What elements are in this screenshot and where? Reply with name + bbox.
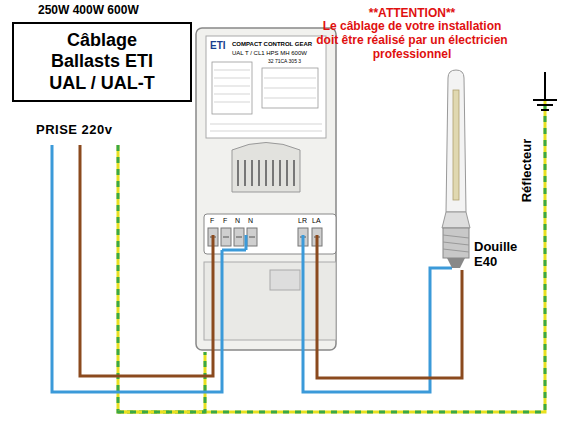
terminal-pin: LA: [312, 217, 321, 224]
outlet-label: PRISE 220v: [36, 122, 113, 137]
socket-label: Douille E40: [474, 240, 524, 270]
ground-symbol: [533, 72, 557, 110]
warning-heading: **ATTENTION**: [312, 6, 512, 20]
terminal-pin: F: [210, 217, 214, 224]
ballast-text: 32 71CA 305 3: [268, 58, 301, 64]
terminal-pin: N: [235, 217, 240, 224]
warning-note: Le câblage de votre installation doit êt…: [312, 20, 512, 61]
brand-logo: ETI: [210, 40, 226, 51]
wattage-heading: 250W 400W 600W: [38, 3, 139, 17]
terminal-pin: LR: [298, 217, 307, 224]
terminal-pin: F: [223, 217, 227, 224]
mains-wires: [52, 145, 246, 392]
title-box: Câblage Ballasts ETI UAL / UAL-T: [12, 22, 192, 102]
ballast: [196, 28, 336, 350]
hps-lamp: [442, 70, 470, 268]
terminal-pin: N: [248, 217, 253, 224]
box-title: Câblage Ballasts ETI UAL / UAL-T: [32, 30, 172, 95]
ballast-text: COMPACT CONTROL GEAR: [232, 41, 312, 47]
reflector-label: Réflecteur: [519, 138, 534, 202]
ballast-text: UAL T / CL1 HPS MH 600W: [232, 50, 307, 56]
lamp-wires: [303, 235, 462, 392]
